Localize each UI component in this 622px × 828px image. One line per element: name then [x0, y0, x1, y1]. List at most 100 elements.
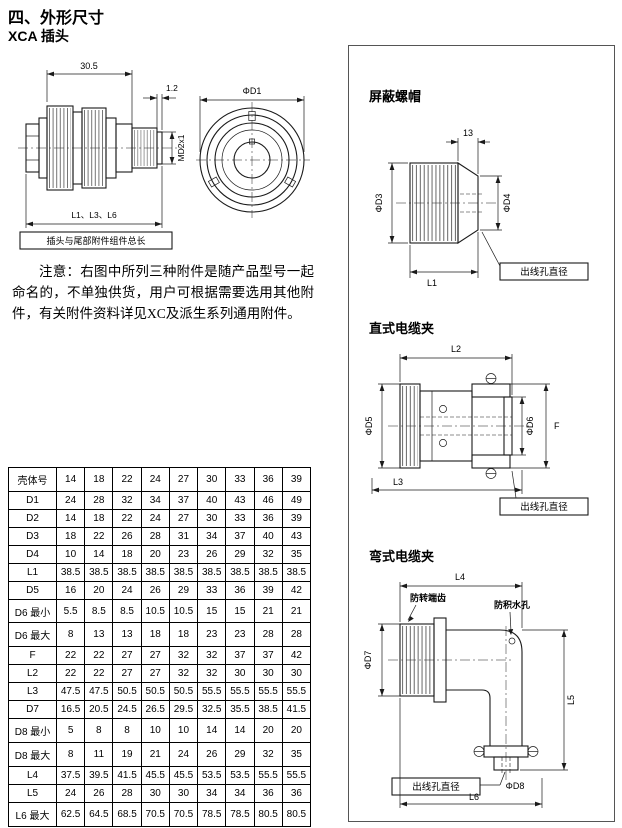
value-cell: 40 — [253, 526, 283, 546]
value-cell: 27 — [140, 646, 170, 666]
value-cell: 26.5 — [140, 700, 170, 720]
row-label-cell: F — [8, 646, 57, 666]
value-cell: 10.5 — [140, 598, 170, 624]
value-cell: 32.5 — [197, 700, 227, 720]
value-cell: 10 — [168, 718, 199, 744]
column-header-cell: 14 — [55, 467, 86, 492]
value-cell: 38.5 — [55, 562, 86, 582]
dim-l2: L2 — [399, 344, 513, 395]
value-cell: 8 — [84, 718, 114, 744]
dim-l3: L3 — [371, 470, 523, 494]
outlet-callout: 出线孔直径 — [499, 470, 589, 516]
value-cell: 21 — [140, 742, 170, 767]
value-cell: 18 — [55, 526, 86, 546]
bent-clamp-diagram: L4 防转端齿 防积水孔 ΦD7 — [363, 572, 576, 808]
value-cell: 22 — [84, 664, 114, 684]
value-cell: 8 — [112, 718, 142, 744]
table-corner-cell: 壳体号 — [8, 467, 57, 492]
row-label-cell: L1 — [8, 562, 57, 582]
value-cell: 30 — [281, 664, 312, 684]
value-cell: 10 — [140, 718, 170, 744]
value-cell: 38.5 — [112, 562, 142, 582]
value-cell: 78.5 — [197, 801, 227, 828]
row-label-cell: D1 — [8, 490, 57, 510]
dim-l6: L6 — [399, 698, 543, 808]
row-label-cell: L2 — [8, 664, 57, 684]
value-cell: 10.5 — [168, 598, 199, 624]
value-cell: 50.5 — [140, 682, 170, 702]
dim-d7: ΦD7 — [363, 623, 400, 697]
value-cell: 24.5 — [112, 700, 142, 720]
value-cell: 28 — [84, 490, 114, 510]
value-cell: 20.5 — [84, 700, 114, 720]
value-cell: 49 — [281, 490, 312, 510]
value-cell: 36 — [253, 508, 283, 528]
column-header-cell: 39 — [281, 467, 312, 492]
straight-clamp-title: 直式电缆夹 — [369, 321, 435, 336]
value-cell: 26 — [197, 742, 227, 767]
value-cell: 20 — [84, 580, 114, 600]
value-cell: 34 — [225, 783, 255, 803]
value-cell: 23 — [168, 544, 199, 564]
value-cell: 24 — [168, 742, 199, 767]
value-cell: 5.5 — [55, 598, 86, 624]
caption-box — [19, 231, 173, 250]
value-cell: 31 — [168, 526, 199, 546]
value-cell: 68.5 — [112, 801, 142, 828]
outlet-label-box — [391, 777, 481, 796]
value-cell: 15 — [197, 598, 227, 624]
dim-thread: MD2x1 — [162, 131, 186, 165]
connector-front-view — [196, 102, 310, 218]
outlet-label: 出线孔直径 — [412, 781, 460, 793]
value-cell: 53.5 — [225, 765, 255, 785]
value-cell: 13 — [84, 622, 114, 648]
outlet-callout: 出线孔直径 ΦD8 — [391, 771, 524, 796]
bent-clamp-title: 弯式电缆夹 — [369, 549, 435, 564]
value-cell: 32 — [197, 664, 227, 684]
value-cell: 32 — [168, 664, 199, 684]
value-cell: 18 — [112, 544, 142, 564]
value-cell: 24 — [140, 508, 170, 528]
accessories-panel: 屏蔽螺帽 13 ΦD3 — [348, 45, 615, 822]
value-cell: 38.5 — [84, 562, 114, 582]
column-header-cell: 22 — [112, 467, 142, 492]
value-cell: 41.5 — [281, 700, 312, 720]
value-cell: 26 — [140, 580, 170, 600]
value-cell: 30 — [140, 783, 170, 803]
value-cell: 21 — [253, 598, 283, 624]
dim-label-lengths: L1、L3、L6 — [71, 210, 117, 220]
value-cell: 55.5 — [253, 682, 283, 702]
value-cell: 14 — [55, 508, 86, 528]
column-header-cell: 18 — [84, 467, 114, 492]
value-cell: 39 — [253, 580, 283, 600]
value-cell: 18 — [168, 622, 199, 648]
value-cell: 22 — [55, 664, 86, 684]
dim-l4: L4 — [399, 572, 523, 628]
value-cell: 40 — [197, 490, 227, 510]
column-header-cell: 24 — [140, 467, 170, 492]
page-subtitle: XCA 插头 — [8, 28, 69, 44]
dim-d4: ΦD4 — [480, 175, 512, 231]
value-cell: 13 — [112, 622, 142, 648]
dim-label-d3: ΦD3 — [374, 194, 384, 213]
value-cell: 22 — [84, 646, 114, 666]
value-cell: 35.5 — [225, 700, 255, 720]
value-cell: 27 — [168, 508, 199, 528]
value-cell: 45.5 — [168, 765, 199, 785]
value-cell: 41.5 — [112, 765, 142, 785]
value-cell: 24 — [55, 783, 86, 803]
value-cell: 42 — [281, 646, 312, 666]
value-cell: 30 — [225, 664, 255, 684]
value-cell: 5 — [55, 718, 86, 744]
value-cell: 38.5 — [253, 562, 283, 582]
value-cell: 21 — [281, 598, 312, 624]
value-cell: 24 — [55, 490, 86, 510]
outlet-label: 出线孔直径 — [520, 501, 568, 513]
value-cell: 78.5 — [225, 801, 255, 828]
